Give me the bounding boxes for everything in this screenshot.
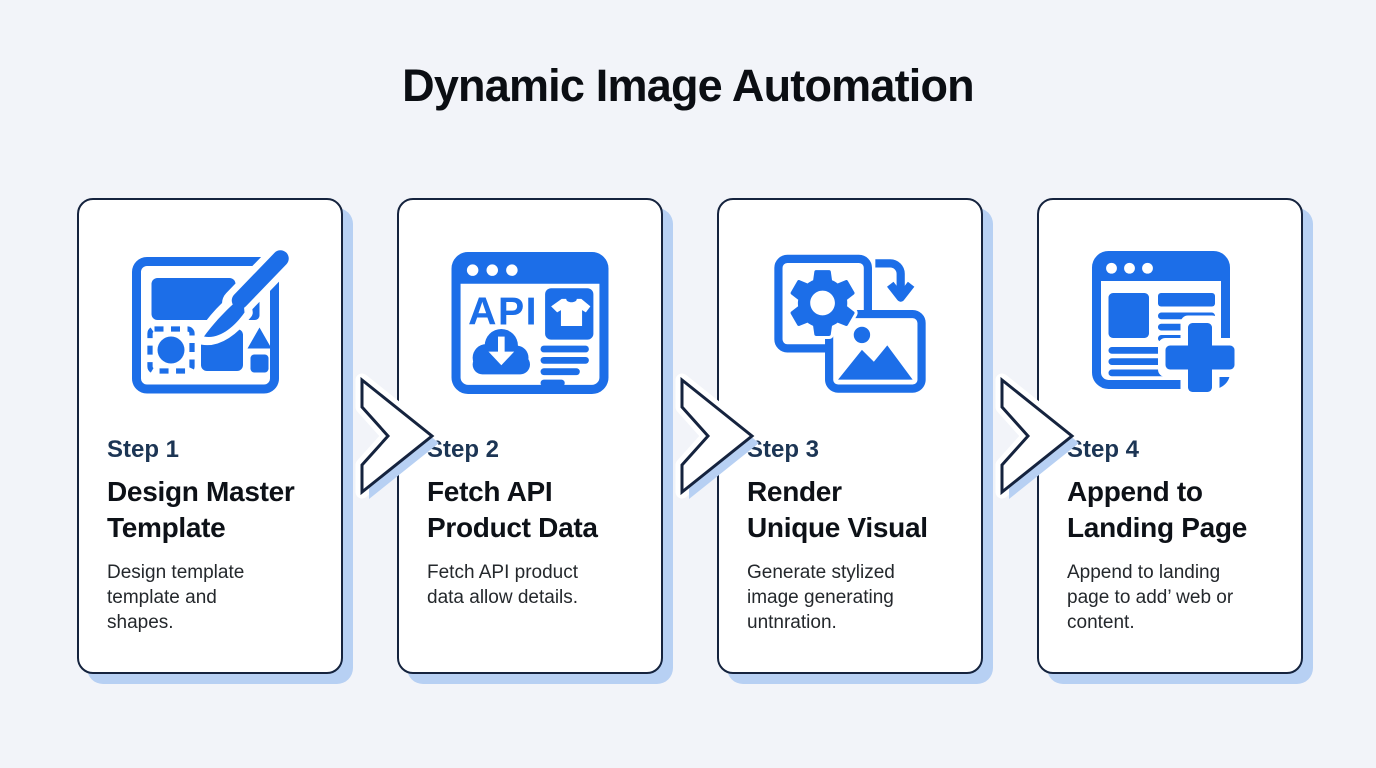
design-template-icon xyxy=(129,249,291,397)
step-label: Step 4 xyxy=(1067,436,1273,464)
step-description: Fetch API product data allow details. xyxy=(427,560,633,610)
step-label: Step 1 xyxy=(107,436,313,464)
step-heading: Render Unique Visual xyxy=(747,474,953,546)
step-label: Step 2 xyxy=(427,436,633,464)
step-3-icon-wrap xyxy=(747,248,953,398)
step-description: Append to landing page to add’ web or co… xyxy=(1067,560,1273,635)
hero-image-block xyxy=(1109,293,1150,338)
step-label: Step 3 xyxy=(747,436,953,464)
page-title: Dynamic Image Automation xyxy=(0,60,1376,112)
step-description: Generate stylized image generating untnr… xyxy=(747,560,953,635)
step-heading: Design Master Template xyxy=(107,474,313,546)
step-1-icon-wrap xyxy=(107,248,313,398)
api-fetch-icon: API xyxy=(450,249,610,397)
arrow-right-icon xyxy=(992,372,1084,506)
arrow-right-icon xyxy=(672,372,764,506)
arrow-right-icon xyxy=(352,372,444,506)
append-page-icon xyxy=(1089,248,1251,398)
step-card-1: Step 1 Design Master Template Design tem… xyxy=(77,198,343,674)
step-2-icon-wrap: API xyxy=(427,248,633,398)
render-visual-icon xyxy=(768,248,932,398)
step-4-icon-wrap xyxy=(1067,248,1273,398)
step-heading: Fetch API Product Data xyxy=(427,474,633,546)
step-description: Design template template and shapes. xyxy=(107,560,313,635)
step-heading: Append to Landing Page xyxy=(1067,474,1273,546)
api-label: API xyxy=(468,290,538,334)
